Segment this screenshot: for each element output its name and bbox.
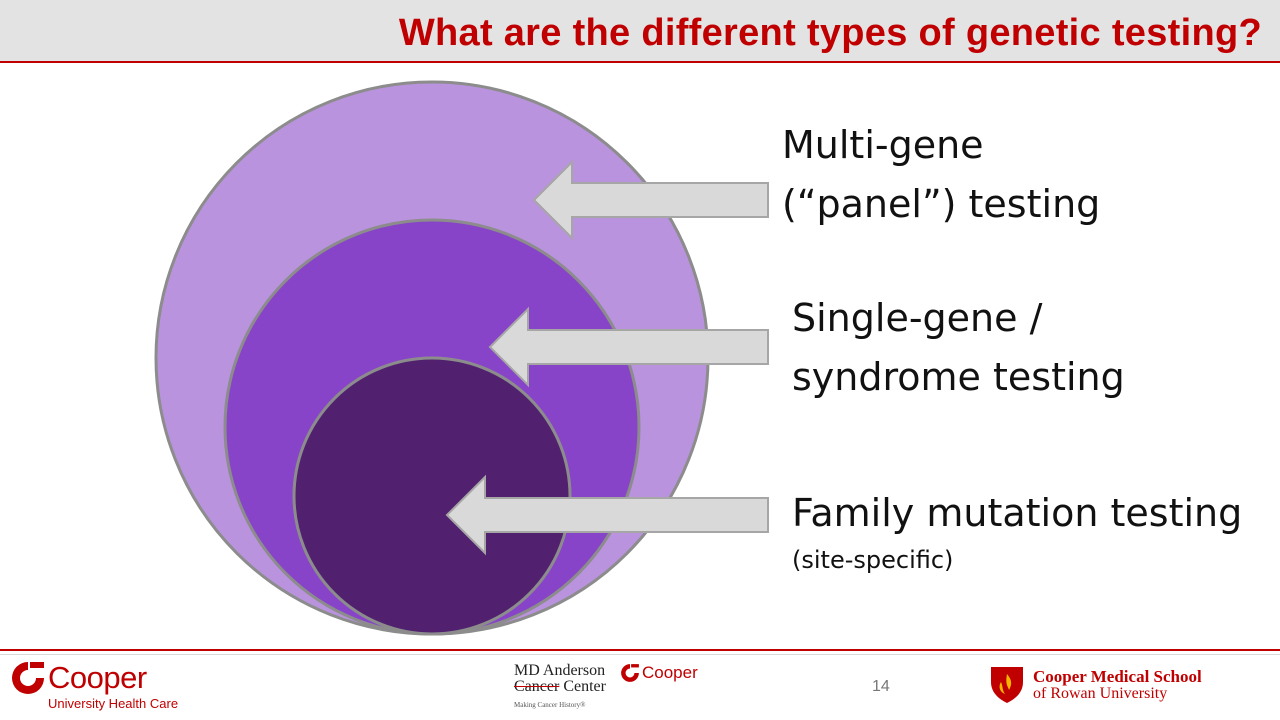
label-family-mutation: Family mutation testing: [792, 484, 1242, 543]
md-anderson-center-word: Center: [559, 678, 606, 695]
label-multi-gene: Multi-gene (“panel”) testing: [782, 116, 1100, 234]
md-anderson-cooper-icon: [621, 664, 639, 682]
slide-title: What are the different types of genetic …: [398, 12, 1262, 54]
label-single-gene-line1: Single-gene /: [792, 296, 1043, 340]
inner-circle-family-mutation: [292, 356, 572, 636]
label-multi-gene-line2: (“panel”) testing: [782, 182, 1101, 226]
md-anderson-cooper-name: Cooper: [642, 663, 698, 682]
md-anderson-cancer-strike: Cancer: [514, 678, 560, 695]
label-single-gene: Single-gene / syndrome testing: [792, 289, 1125, 407]
slide-header: What are the different types of genetic …: [0, 0, 1280, 63]
nested-circles-diagram: [154, 80, 769, 636]
cooper-logo-subtitle: University Health Care: [48, 696, 179, 711]
cooper-medical-school-subtitle: of Rowan University: [1033, 685, 1168, 702]
md-anderson-center: Cancer Center: [514, 678, 606, 696]
cooper-logo-name: Cooper: [48, 660, 147, 695]
cooper-medical-school-shield-icon: [991, 667, 1023, 703]
label-single-gene-line2: syndrome testing: [792, 355, 1125, 399]
page-number: 14: [872, 678, 890, 695]
footer-divider: [0, 649, 1280, 651]
md-anderson-tagline: Making Cancer History®: [514, 701, 586, 709]
arrow-multi-gene: [532, 159, 769, 241]
cooper-logo-icon: [12, 662, 44, 694]
label-family-mutation-line1: Family mutation testing: [792, 491, 1243, 535]
label-multi-gene-line1: Multi-gene: [782, 123, 984, 167]
cooper-medical-school-name: Cooper Medical School: [1033, 667, 1202, 686]
label-family-mutation-sub: (site-specific): [792, 546, 954, 574]
arrow-single-gene: [488, 306, 769, 388]
footer-divider-secondary: [0, 654, 1280, 655]
md-anderson-name: MD Anderson: [514, 662, 606, 679]
arrow-family-mutation: [445, 474, 769, 556]
